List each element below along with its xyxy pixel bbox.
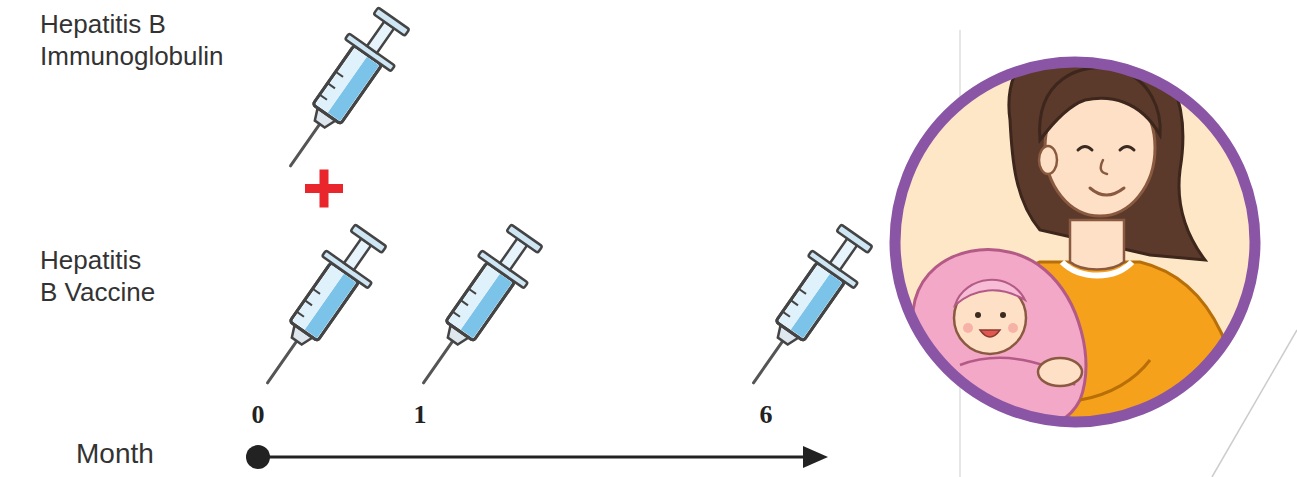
- month-number: 0: [238, 400, 278, 430]
- syringe-icon: [268, 2, 417, 182]
- axis-label: Month: [76, 438, 196, 470]
- syringe-icon: [731, 219, 880, 399]
- syringe-icon: [401, 219, 550, 399]
- plus-symbol: [305, 170, 343, 208]
- syringe-icon: [245, 219, 394, 399]
- month-number: 1: [400, 400, 440, 430]
- month-number: 6: [746, 400, 786, 430]
- row-label: Hepatitis B Immunoglobulin: [40, 8, 290, 72]
- mother-baby-illustration: [895, 31, 1255, 477]
- row-label: Hepatitis B Vaccine: [40, 244, 164, 308]
- divider-line: [1212, 330, 1297, 477]
- timeline-axis: [246, 445, 828, 469]
